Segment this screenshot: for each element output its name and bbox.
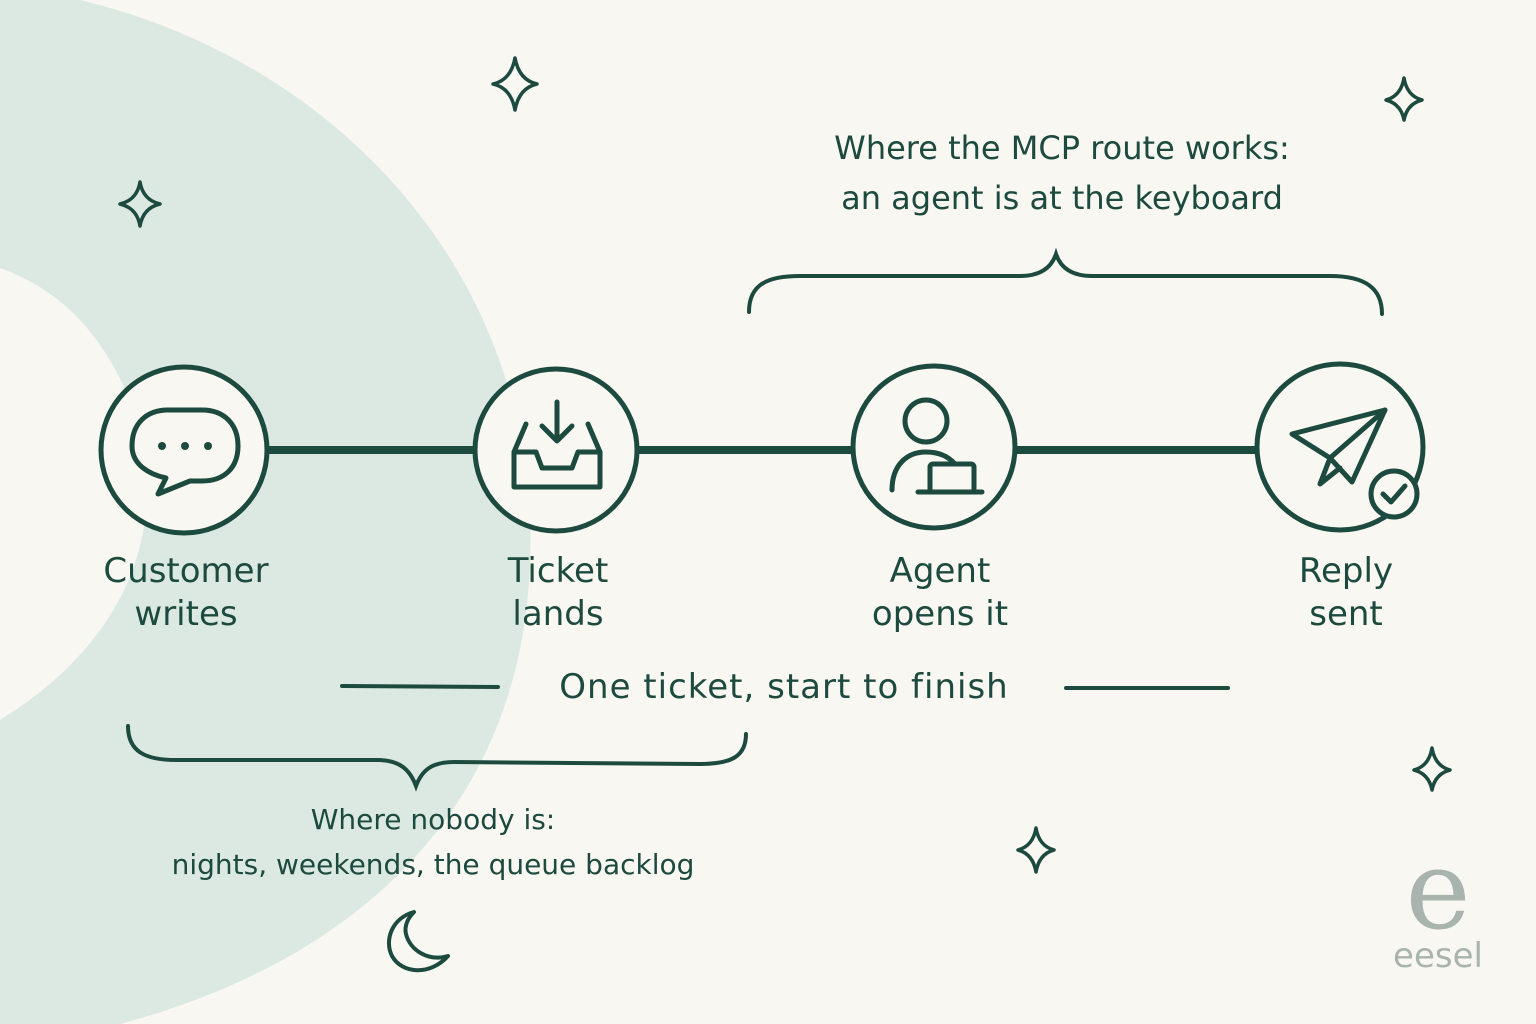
top-brace (747, 247, 1384, 316)
step-label-line1: Ticket (507, 551, 609, 591)
background-blob (0, 0, 531, 1024)
step-circle-ticket (472, 366, 640, 534)
step-label-line2: sent (1309, 593, 1383, 634)
top-annotation-line1: Where the MCP route works: (834, 129, 1290, 167)
step-label-line2: writes (134, 593, 238, 634)
sparkle-icon (1384, 76, 1424, 122)
person-laptop-icon (889, 397, 985, 495)
sparkle-icon (118, 180, 162, 228)
logo-mark: e (1405, 826, 1471, 954)
top-annotation: Where the MCP route works: an agent is a… (762, 128, 1362, 218)
bottom-annotation-line1: Where nobody is: (310, 803, 556, 836)
step-label-customer: Customer writes (66, 550, 306, 635)
step-label-line2: lands (512, 593, 604, 634)
step-label-reply: Reply sent (1226, 550, 1466, 635)
step-label-line2: opens it (871, 593, 1009, 634)
eesel-logo: e eesel (1378, 826, 1498, 976)
top-annotation-line2: an agent is at the keyboard (841, 179, 1283, 217)
sparkle-icon (491, 56, 539, 112)
paper-plane-check-icon (1289, 407, 1420, 520)
bottom-annotation-line2: nights, weekends, the queue backlog (171, 848, 695, 881)
moon-icon (387, 910, 450, 973)
bottom-annotation: Where nobody is: nights, weekends, the q… (148, 802, 718, 882)
step-label-line1: Reply (1298, 551, 1394, 591)
caption-rule (340, 684, 1230, 690)
logo-text: eesel (1393, 936, 1483, 976)
center-caption: One ticket, start to finish (559, 667, 1009, 707)
step-label-agent: Agent opens it (820, 550, 1060, 635)
inbox-tray-icon (511, 399, 603, 490)
chat-bubble-icon (129, 407, 241, 497)
step-label-ticket: Ticket lands (438, 550, 678, 635)
step-circle-agent (850, 363, 1018, 531)
step-circle-customer (98, 364, 270, 536)
sparkle-icon (1016, 826, 1056, 874)
step-label-line1: Agent (889, 551, 991, 591)
sparkle-icon (1412, 746, 1452, 792)
step-label-line1: Customer (103, 551, 269, 591)
bottom-brace (126, 724, 748, 792)
